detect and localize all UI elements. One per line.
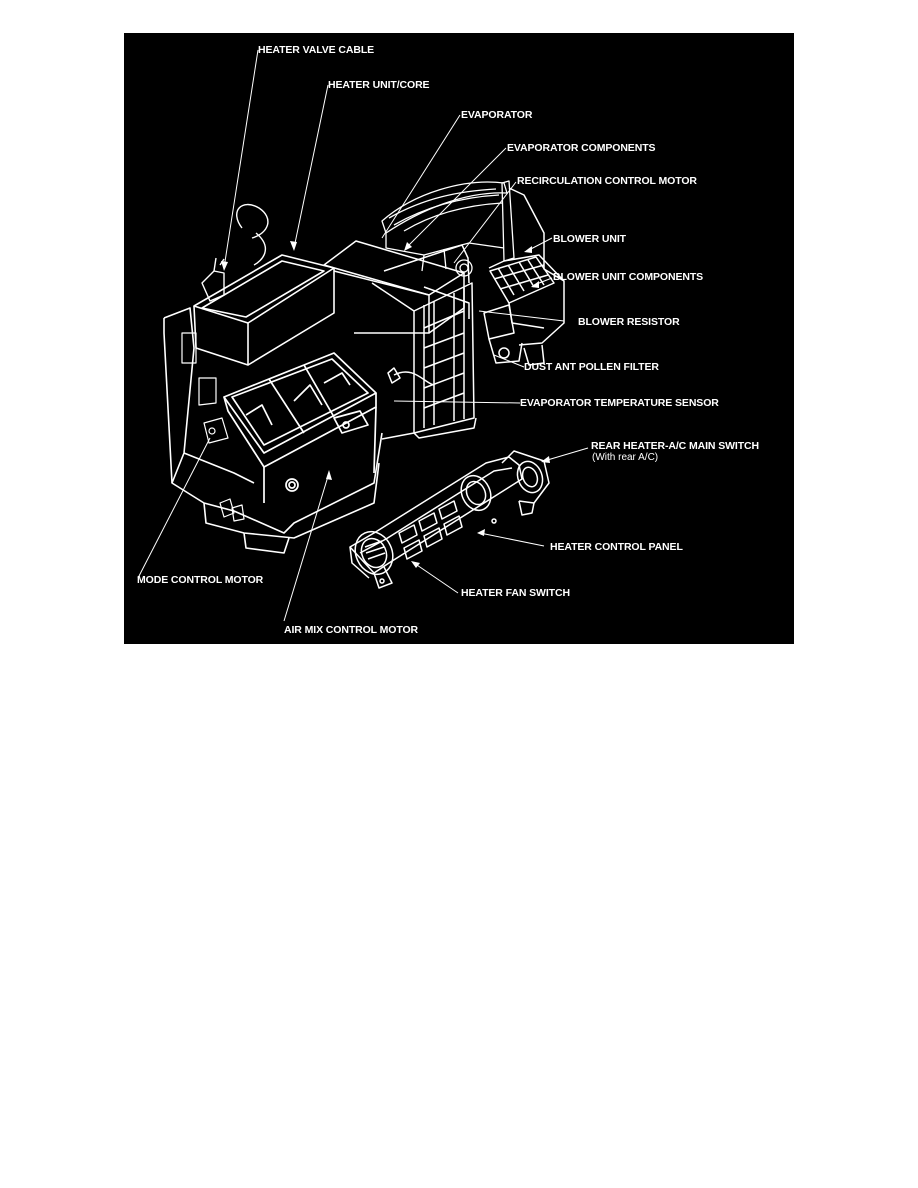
label-air-mix-control-motor: AIR MIX CONTROL MOTOR (284, 624, 419, 636)
label-blower-unit-components: BLOWER UNIT COMPONENTS (553, 271, 704, 283)
air-mix-box (223, 352, 377, 503)
heater-unit (163, 254, 383, 554)
component-diagram: HEATER VALVE CABLE HEATER UNIT/CORE EVAP… (124, 33, 794, 644)
label-evaporator: EVAPORATOR (461, 109, 533, 121)
label-dust-pollen-filter: DUST ANT POLLEN FILTER (524, 361, 659, 373)
heater-control-panel-drawing (349, 450, 550, 589)
label-heater-fan-switch: HEATER FAN SWITCH (461, 587, 570, 599)
blower-unit (483, 187, 565, 366)
label-blower-resistor: BLOWER RESISTOR (578, 316, 680, 328)
label-mode-control-motor: MODE CONTROL MOTOR (137, 574, 264, 586)
evaporator-top (381, 180, 515, 277)
label-heater-unit-core: HEATER UNIT/CORE (328, 79, 430, 91)
heater-ac-unit-line-drawing (137, 49, 589, 622)
label-heater-control-panel: HEATER CONTROL PANEL (550, 541, 683, 553)
leader-lines (137, 49, 589, 622)
label-heater-valve-cable: HEATER VALVE CABLE (258, 44, 375, 56)
label-evaporator-components: EVAPORATOR COMPONENTS (507, 142, 656, 154)
label-evaporator-temperature-sensor: EVAPORATOR TEMPERATURE SENSOR (520, 397, 719, 409)
heater-hose (236, 203, 269, 239)
label-rear-heater-ac-main-switch: REAR HEATER-A/C MAIN SWITCH (591, 440, 760, 452)
label-rear-ac-note: (With rear A/C) (592, 452, 659, 463)
label-recirculation-control-motor: RECIRCULATION CONTROL MOTOR (517, 175, 697, 187)
mode-motor (181, 332, 245, 522)
evaporator-housing (371, 244, 477, 440)
center-duct (323, 240, 470, 334)
label-blower-unit: BLOWER UNIT (553, 233, 626, 245)
